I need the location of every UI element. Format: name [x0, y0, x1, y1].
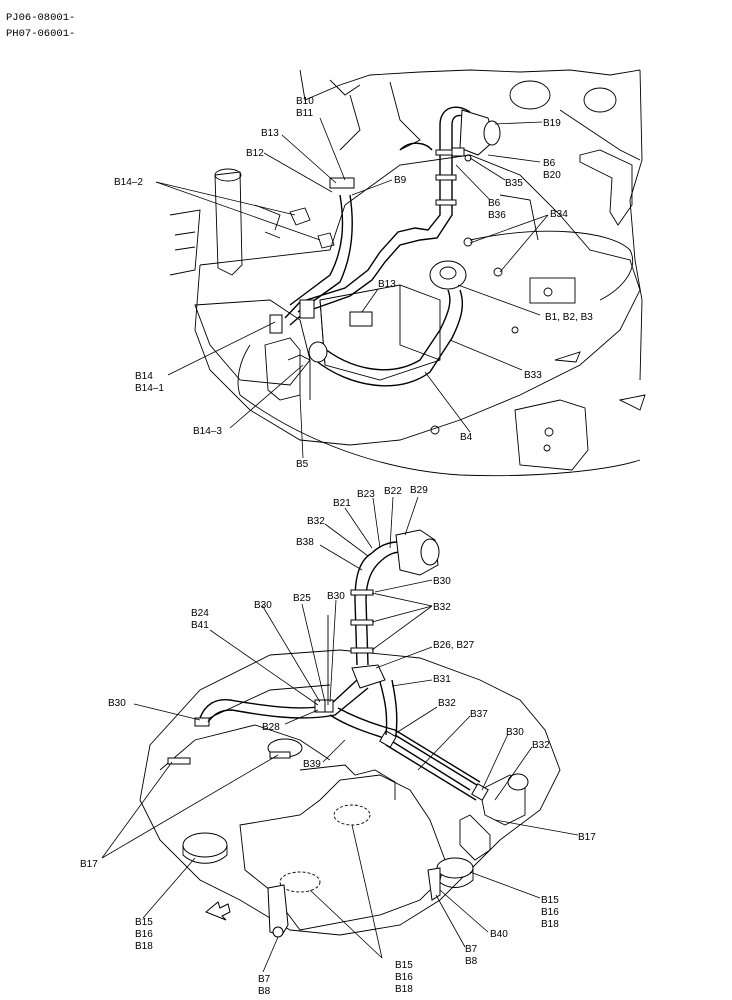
label-b25: B25 [293, 593, 311, 604]
label-b17-right: B17 [578, 832, 596, 843]
label-b18-right: B18 [541, 919, 559, 930]
label-b30-upper: B30 [433, 576, 451, 587]
label-b15-left: B15 [135, 917, 153, 928]
label-b21: B21 [333, 498, 351, 509]
bottom-labels: B21 B23 B22 B29 B32 B38 B30 B24 B41 B30 … [80, 485, 596, 997]
top-labels: B10 B11 B19 B13 B12 B6 B20 B9 B35 B14–2 … [114, 96, 593, 470]
label-b4: B4 [460, 432, 473, 443]
label-b40: B40 [490, 929, 508, 940]
label-b30-right: B30 [506, 727, 524, 738]
label-b22: B22 [384, 486, 402, 497]
label-b11: B11 [296, 108, 313, 119]
label-b24: B24 [191, 608, 209, 619]
label-b19: B19 [543, 118, 561, 129]
label-b18-left: B18 [135, 941, 153, 952]
label-b32-right: B32 [438, 698, 456, 709]
label-b26-b27: B26, B27 [433, 640, 475, 651]
label-b8-right: B8 [465, 956, 478, 967]
label-b10: B10 [296, 96, 314, 107]
label-b30-mid: B30 [327, 591, 345, 602]
label-b7-right: B7 [465, 944, 478, 955]
label-b16-left: B16 [135, 929, 153, 940]
label-b18-bottom: B18 [395, 984, 413, 995]
label-b17-left: B17 [80, 859, 98, 870]
bottom-leader-lines [101, 496, 579, 973]
label-b41: B41 [191, 620, 209, 631]
label-b12: B12 [246, 148, 264, 159]
label-b28: B28 [262, 722, 280, 733]
label-b32-clamps: B32 [433, 602, 451, 613]
label-b14-2: B14–2 [114, 177, 143, 188]
label-b13-upper: B13 [261, 128, 279, 139]
bottom-assembly-illustration [139, 529, 561, 938]
label-b16-right: B16 [541, 907, 559, 918]
label-b23: B23 [357, 489, 375, 500]
label-b1-b2-b3: B1, B2, B3 [545, 312, 593, 323]
label-b14-3: B14–3 [193, 426, 222, 437]
label-b13-lower: B13 [378, 279, 396, 290]
label-b14-1: B14–1 [135, 383, 164, 394]
top-leader-lines [155, 117, 549, 459]
label-b16-bottom: B16 [395, 972, 413, 983]
label-b15-right: B15 [541, 895, 559, 906]
label-b7-left: B7 [258, 974, 271, 985]
label-b38: B38 [296, 537, 314, 548]
label-b6-lower: B6 [488, 198, 501, 209]
label-b20: B20 [543, 170, 561, 181]
top-assembly-illustration [169, 69, 646, 477]
label-b36: B36 [488, 210, 506, 221]
model-code-1: PJ06-08001- [6, 12, 75, 24]
model-code-2: PH07-06001- [6, 28, 75, 40]
label-b30-far-left: B30 [108, 698, 126, 709]
label-b29: B29 [410, 485, 428, 496]
label-b15-bottom: B15 [395, 960, 413, 971]
label-b6-upper: B6 [543, 158, 556, 169]
label-b8-left: B8 [258, 986, 271, 997]
label-b35: B35 [505, 178, 523, 189]
label-b5: B5 [296, 459, 309, 470]
label-b37: B37 [470, 709, 488, 720]
label-b34: B34 [550, 209, 568, 220]
label-b33: B33 [524, 370, 542, 381]
label-b39: B39 [303, 759, 321, 770]
label-b9: B9 [394, 175, 407, 186]
label-b14: B14 [135, 371, 153, 382]
label-b30-left: B30 [254, 600, 272, 611]
label-b32-far-right: B32 [532, 740, 550, 751]
label-b32-top: B32 [307, 516, 325, 527]
label-b31: B31 [433, 674, 451, 685]
